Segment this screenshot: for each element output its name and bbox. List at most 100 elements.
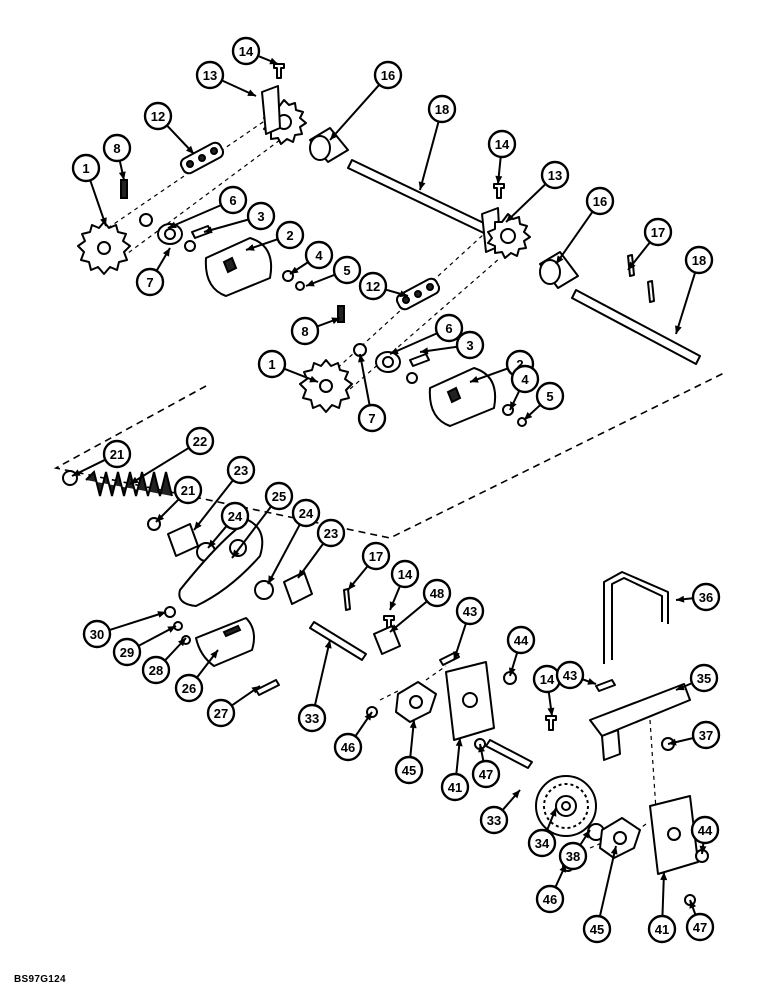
callout-label: 44 (514, 633, 529, 648)
tensioner-assembly (62, 470, 351, 696)
arrowhead-c8b (331, 317, 340, 325)
callout-c22: 22 (185, 426, 215, 456)
arrowhead-c18b (675, 325, 682, 334)
callout-label: 45 (590, 922, 604, 937)
callout-c48: 48 (422, 578, 452, 608)
arrowhead-c7b (358, 354, 365, 363)
arrowhead-c13b (506, 213, 515, 222)
arrowhead-c24a (208, 539, 216, 548)
arrowhead-c2b (470, 375, 479, 383)
callout-c17a: 17 (643, 217, 673, 247)
arrowhead-c37 (668, 738, 677, 746)
carriage-bolt-icon (545, 715, 557, 731)
roll-pin-icon (647, 280, 655, 303)
callout-circle (555, 660, 585, 690)
arrowhead-c18a (418, 181, 426, 190)
callout-circle (141, 655, 171, 685)
callout-c3a: 3 (246, 201, 276, 231)
arrowhead-c41a (455, 738, 463, 747)
sprocket-icon (299, 359, 353, 413)
callout-circle (71, 153, 101, 183)
callout-label: 30 (90, 627, 104, 642)
callout-label: 3 (257, 209, 264, 224)
mounting-bracket-flange-icon (601, 729, 621, 761)
bearing-bore-icon (409, 695, 423, 709)
u-bolt-icon (603, 571, 669, 664)
arrowhead-c35 (676, 683, 685, 691)
callout-c33a: 33 (297, 703, 327, 733)
callout-label: 2 (516, 357, 523, 372)
callout-circle (455, 596, 485, 626)
washer-icon (184, 240, 196, 252)
drive-shaft-icon (347, 159, 491, 235)
sprocket-icon (77, 221, 131, 275)
callout-c1a: 1 (71, 153, 101, 183)
middle-drive-assembly (299, 277, 527, 427)
callout-label: 28 (149, 663, 163, 678)
callout-c16b: 16 (585, 186, 615, 216)
callout-c13a: 13 (195, 60, 225, 90)
upper-drive-assembly (77, 63, 701, 365)
arrowhead-c26 (210, 650, 218, 659)
idler-bracket-icon (261, 85, 281, 135)
callout-label: 43 (463, 604, 477, 619)
callout-label: 25 (272, 489, 286, 504)
arrowhead-c47a (478, 744, 486, 753)
callout-c12a: 12 (143, 101, 173, 131)
leader-line-c16b (555, 211, 594, 265)
callout-label: 23 (234, 463, 248, 478)
arrowhead-c38 (582, 830, 590, 839)
callout-c21b: 21 (173, 475, 203, 505)
assembly-boundary (53, 371, 727, 539)
arrowhead-c14b (495, 175, 503, 184)
callout-circle (195, 60, 225, 90)
arrowhead-c45a (409, 720, 417, 729)
callout-label: 45 (402, 763, 416, 778)
idler-sprocket-icon (487, 213, 531, 259)
callout-circle (647, 914, 677, 944)
callout-c41a: 41 (440, 772, 470, 802)
slot-icon (222, 256, 238, 274)
callout-circle (304, 240, 334, 270)
arrowhead-c22 (130, 476, 139, 484)
callout-label: 16 (593, 194, 607, 209)
callout-c47a: 47 (471, 759, 501, 789)
callout-label: 8 (113, 141, 120, 156)
carriage-bolt-icon (273, 63, 285, 79)
plate-hole-icon (667, 827, 681, 841)
arrowhead-c34 (549, 808, 557, 817)
callout-c8a: 8 (102, 133, 132, 163)
callout-c14a: 14 (231, 36, 261, 66)
drive-shaft-icon (309, 621, 367, 661)
spring-guide-icon (167, 523, 199, 557)
arrowhead-c33b (512, 790, 520, 799)
arrowhead-c5a (306, 279, 315, 287)
arrowhead-c6a (168, 221, 177, 229)
callout-c14b: 14 (487, 129, 517, 159)
callout-label: 29 (120, 645, 134, 660)
arrowhead-c8a (118, 171, 126, 180)
callout-label: 14 (540, 672, 555, 687)
callout-circle (487, 129, 517, 159)
callout-c45b: 45 (582, 914, 612, 944)
callout-c43a: 43 (455, 596, 485, 626)
callout-c14c: 14 (390, 559, 420, 589)
bushing-bore-icon (382, 356, 394, 368)
leader-line-c30 (109, 611, 167, 632)
callout-circle (174, 673, 204, 703)
callout-circle (479, 805, 509, 835)
bushing-bore-icon (164, 228, 176, 240)
callout-circle (143, 101, 173, 131)
chain-alignment-lower (319, 233, 501, 411)
tension-arm-icon (428, 367, 496, 427)
callout-c12b: 12 (358, 271, 388, 301)
callout-circle (689, 663, 719, 693)
callout-c46a: 46 (333, 732, 363, 762)
callout-circle (316, 518, 346, 548)
callout-label: 1 (268, 357, 275, 372)
callout-label: 24 (228, 509, 243, 524)
roller-chain-icon (395, 277, 441, 311)
callout-label: 27 (214, 706, 228, 721)
callout-c34: 34 (527, 828, 557, 858)
